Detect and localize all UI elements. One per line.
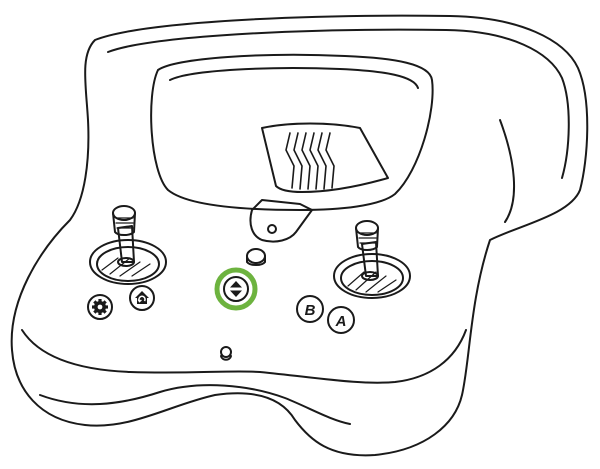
right-handle-edge <box>499 119 515 223</box>
front-lip-contour <box>39 384 351 425</box>
right-joystick <box>333 220 411 299</box>
a-button[interactable]: A <box>327 306 355 334</box>
home-return-icon <box>135 291 149 304</box>
hinge-bracket <box>249 199 313 243</box>
phone-mount-plate <box>261 122 389 193</box>
small-round-button <box>246 248 266 264</box>
bottom-port <box>220 346 232 358</box>
left-joystick <box>89 205 167 285</box>
phone-mount-ribs <box>285 132 335 190</box>
lower-face-contour <box>21 329 467 384</box>
takeoff-landing-button[interactable] <box>214 267 258 311</box>
highlight-ring <box>214 267 258 311</box>
gear-icon <box>92 299 108 315</box>
b-button-label: B <box>305 302 316 319</box>
a-button-label: A <box>335 313 347 330</box>
screen-recess <box>150 53 434 211</box>
home-return-button[interactable] <box>129 285 155 311</box>
screen-recess-inner <box>169 67 419 89</box>
up-down-arrows-icon <box>230 281 242 297</box>
controller-body-rim <box>107 28 570 179</box>
controller-body-outline <box>10 14 589 457</box>
hinge-bracket-hole <box>267 224 277 234</box>
settings-button[interactable] <box>87 294 113 320</box>
b-button[interactable]: B <box>296 295 324 323</box>
